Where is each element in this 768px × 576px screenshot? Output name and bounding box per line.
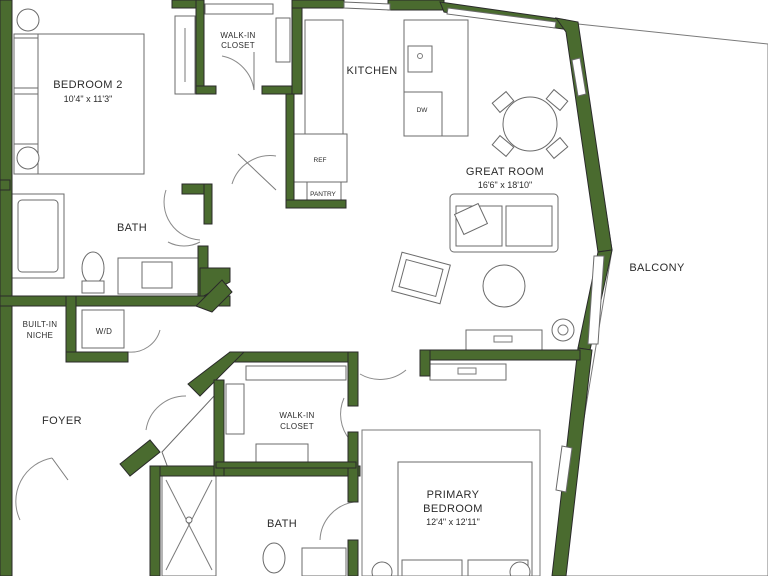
- balcony-label: BALCONY: [629, 262, 685, 274]
- walkin-closet-bottom-line2: CLOSET: [280, 422, 314, 431]
- walkin-closet-bottom-shelving: [225, 365, 347, 463]
- walkin-closet-top-shelving: [204, 3, 291, 63]
- shower: [161, 475, 217, 576]
- pantry-label: PANTRY: [310, 191, 336, 198]
- bedroom2-bed: [13, 8, 145, 175]
- vanity-top: [117, 257, 201, 295]
- great-room-dims: 16'6" x 18'10": [478, 180, 532, 190]
- toilet-bottom: [262, 542, 286, 574]
- dw-label: DW: [417, 107, 429, 114]
- label-builtin-niche: BUILT-IN NICHE: [23, 320, 58, 340]
- label-great-room: GREAT ROOM 16'6" x 18'10": [466, 166, 544, 190]
- wd-label: W/D: [96, 327, 112, 336]
- label-walkin-closet-top: WALK-IN CLOSET: [220, 31, 255, 50]
- primary-bedroom-dims: 12'4" x 12'11": [426, 517, 480, 527]
- kitchen-counter: [304, 19, 344, 136]
- armchair: [391, 251, 451, 305]
- bathtub: [11, 193, 65, 279]
- coffee-table: [482, 264, 526, 308]
- bedroom2-dims: 10'4" x 11'3": [64, 94, 113, 104]
- plant: [551, 318, 575, 342]
- builtin-niche-line1: BUILT-IN: [23, 320, 58, 329]
- label-bedroom2: BEDROOM 2 10'4" x 11'3": [53, 79, 123, 104]
- windows: [343, 1, 605, 493]
- media-console: [465, 329, 543, 351]
- bath-bottom-label: BATH: [267, 518, 297, 530]
- primary-bed: [371, 461, 533, 576]
- kitchen-island: [403, 19, 469, 137]
- bedroom2-name: BEDROOM 2: [53, 79, 123, 91]
- bedroom2-wardrobe: [174, 15, 196, 95]
- builtin-niche-line2: NICHE: [27, 331, 53, 340]
- foyer-closet-shelving: [161, 394, 215, 469]
- washer-dryer: [81, 309, 125, 349]
- sofa: [449, 193, 559, 253]
- ref-label: REF: [314, 157, 327, 164]
- primary-bedroom-line2: BEDROOM: [423, 503, 483, 515]
- primary-media-console: [429, 363, 507, 381]
- primary-bedroom-outline: [361, 429, 541, 576]
- vanity-bottom: [301, 547, 347, 576]
- walkin-closet-top-line1: WALK-IN: [220, 31, 255, 40]
- foyer-label: FOYER: [42, 415, 82, 427]
- door-swings: [15, 52, 407, 541]
- great-room-name: GREAT ROOM: [466, 166, 544, 178]
- dining-table: [491, 88, 569, 160]
- kitchen-label: KITCHEN: [346, 65, 397, 77]
- label-walkin-closet-bottom: WALK-IN CLOSET: [279, 411, 314, 431]
- toilet-top: [81, 251, 105, 294]
- walkin-closet-bottom-line1: WALK-IN: [279, 411, 314, 420]
- bath-top-label: BATH: [117, 222, 147, 234]
- walkin-closet-top-line2: CLOSET: [221, 41, 255, 50]
- label-primary-bedroom: PRIMARY BEDROOM 12'4" x 12'11": [423, 489, 483, 527]
- primary-bedroom-line1: PRIMARY: [427, 489, 480, 501]
